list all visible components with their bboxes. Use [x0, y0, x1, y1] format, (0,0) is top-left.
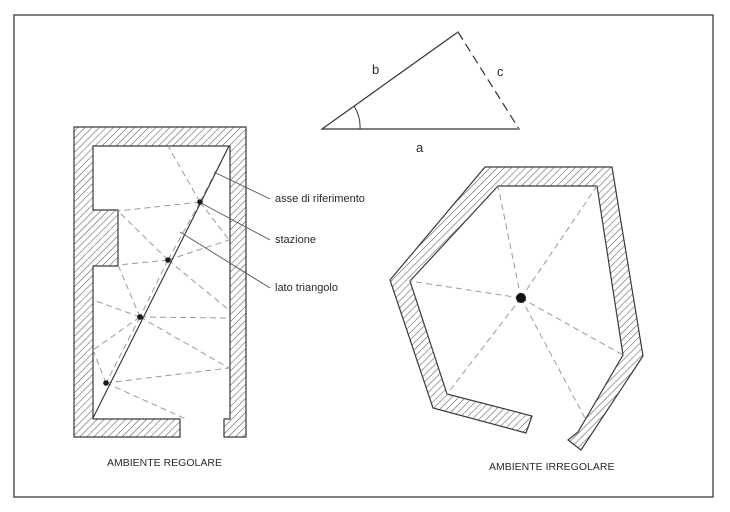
regular-room: asse di riferimento stazione lato triang…	[73, 126, 365, 469]
figure-frame	[13, 14, 714, 498]
callout-leaders	[179, 171, 271, 289]
station-point	[137, 314, 143, 320]
regular-room-caption: AMBIENTE REGOLARE	[107, 457, 222, 469]
triangle-label-b: b	[372, 62, 379, 77]
station-point	[103, 380, 109, 386]
callout-station-label: stazione	[275, 234, 316, 246]
irregular-room: AMBIENTE IRREGOLARE	[389, 166, 644, 473]
callout-axis-label: asse di riferimento	[275, 193, 365, 205]
station-point	[165, 257, 171, 263]
triangle-side-c	[457, 31, 520, 130]
irregular-room-triangulation	[409, 185, 624, 421]
callout-side-label: lato triangolo	[275, 282, 338, 294]
triangle-diagram: a b c	[320, 31, 521, 155]
triangle-label-c: c	[497, 64, 504, 79]
irregular-room-caption: AMBIENTE IRREGOLARE	[489, 461, 614, 473]
triangle-angle-arc	[353, 105, 361, 130]
reference-axis-line	[92, 145, 230, 419]
station-point	[516, 293, 526, 303]
irregular-room-wall	[389, 166, 644, 451]
regular-room-wall	[73, 126, 247, 438]
triangle-label-a: a	[416, 140, 424, 155]
